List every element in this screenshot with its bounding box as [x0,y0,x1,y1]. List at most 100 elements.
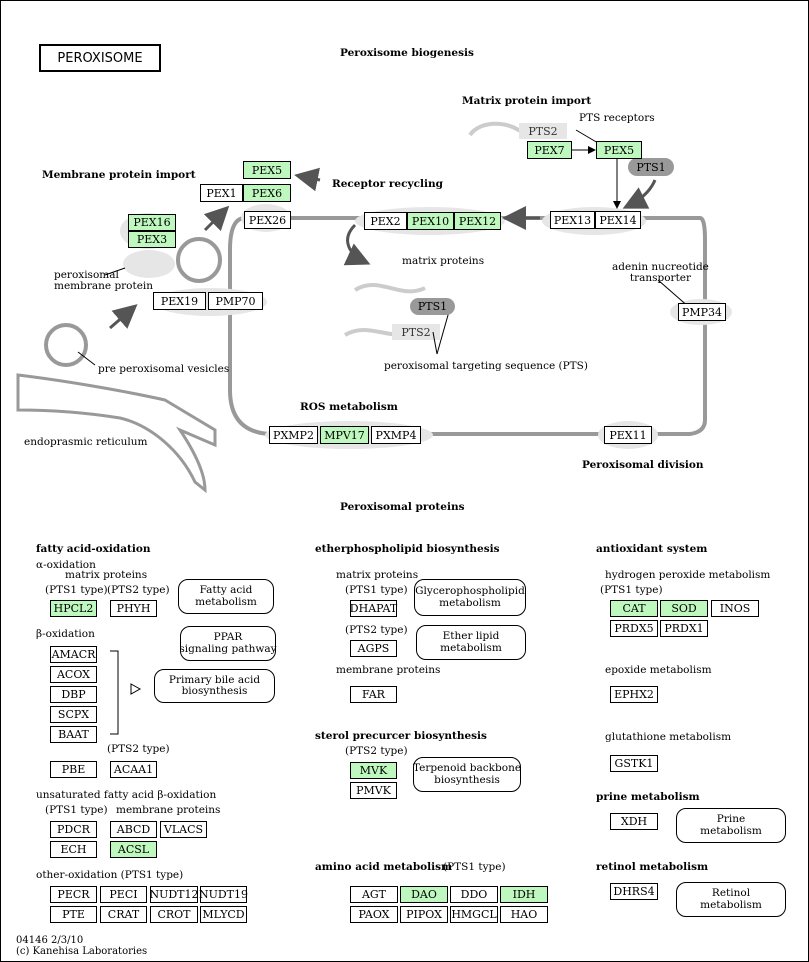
gene-acsl[interactable]: ACSL [110,841,157,858]
label-ether-matrix: matrix proteins [336,569,419,581]
label-pts2-e: (PTS2 type) [345,624,408,636]
gene-scpx[interactable]: SCPX [50,706,97,723]
gene-dao[interactable]: DAO [400,886,448,903]
gene-sod[interactable]: SOD [660,600,708,617]
gene-gstk1[interactable]: GSTK1 [610,755,658,772]
gene-pex12[interactable]: PEX12 [454,212,501,230]
gene-pex5-r[interactable]: PEX5 [596,141,642,159]
header-proteins: Peroxisomal proteins [340,501,465,513]
gene-pmp34[interactable]: PMP34 [678,303,726,321]
label-alpha-ox: α-oxidation [36,559,96,571]
gene-peci[interactable]: PECI [100,886,147,903]
gene-pdcr[interactable]: PDCR [50,821,97,838]
label-fa-matrix: matrix proteins [65,569,148,581]
gene-xdh[interactable]: XDH [610,813,658,830]
gene-nudt19[interactable]: NUDT19 [198,886,249,903]
gene-pbe[interactable]: PBE [50,761,97,778]
footer-copyright: (c) Kanehisa Laboratories [16,946,148,957]
map-title[interactable]: PEROXISOME [39,44,161,72]
gene-abcd[interactable]: ABCD [110,821,157,838]
gene-pex5-top[interactable]: PEX5 [243,161,291,179]
gene-agps[interactable]: AGPS [350,640,397,657]
pathway-terpenoid[interactable]: Terpenoid backbone biosynthesis [413,757,521,792]
label-unsat: unsaturated fatty acid β-oxidation [36,789,217,801]
gene-amacr[interactable]: AMACR [50,646,97,663]
gene-pex3[interactable]: PEX3 [128,231,176,248]
gene-prdx5[interactable]: PRDX5 [610,620,658,637]
label-other-ox: other-oxidation (PTS1 type) [36,869,184,881]
gene-far[interactable]: FAR [350,686,397,703]
gene-baat[interactable]: BAAT [50,726,97,743]
gene-mvk[interactable]: MVK [350,762,397,779]
label-er: endoprasmic reticulum [24,436,148,448]
label-pts1-h: (PTS1 type) [600,584,663,596]
gene-pex19[interactable]: PEX19 [153,292,206,310]
gene-cat[interactable]: CAT [610,600,658,617]
gene-pex16[interactable]: PEX16 [128,214,176,231]
label-glutathione: glutathione metabolism [605,731,732,743]
header-antiox: antioxidant system [596,543,708,555]
gene-nudt12[interactable]: NUDT12 [149,886,199,903]
label-adenine: adenin nucreotide transporter [612,261,709,285]
gene-pecr[interactable]: PECR [50,886,97,903]
label-h2o2: hydrogen peroxide metabolism [605,569,771,581]
gene-mpv17[interactable]: MPV17 [320,426,369,444]
gene-pex6[interactable]: PEX6 [243,184,291,202]
gene-pex7[interactable]: PEX7 [527,141,572,159]
label-pts-seq: peroxisomal targeting sequence (PTS) [384,360,588,372]
pathway-retinol[interactable]: Retinol metabolism [676,882,786,917]
gene-acox[interactable]: ACOX [50,666,97,683]
gene-hao[interactable]: HAO [500,906,548,923]
label-membrane-e: membrane proteins [336,664,441,676]
gene-pmp70[interactable]: PMP70 [208,292,263,310]
gene-pex10[interactable]: PEX10 [407,212,454,230]
gene-vlacs[interactable]: VLACS [160,821,207,838]
header-amino: amino acid metabolism [315,861,453,873]
gene-crot[interactable]: CROT [150,906,198,923]
label-pts-receptors: PTS receptors [579,112,655,124]
gene-hpcl2[interactable]: HPCL2 [50,600,97,617]
gene-ephx2[interactable]: EPHX2 [610,686,658,703]
gene-pex2[interactable]: PEX2 [364,212,407,230]
gene-dhrs4[interactable]: DHRS4 [610,883,658,900]
gene-pmvk[interactable]: PMVK [350,782,397,799]
gene-crat[interactable]: CRAT [100,906,147,923]
membrane-protein-ellipse [123,250,175,278]
gene-hmgcl[interactable]: HMGCL [450,906,498,923]
pathway-ether-lipid[interactable]: Ether lipid metabolism [416,625,526,660]
gene-idh[interactable]: IDH [500,886,548,903]
gene-pex11[interactable]: PEX11 [604,426,652,444]
header-receptor-recycling: Receptor recycling [332,178,443,190]
pathway-ppar[interactable]: PPAR signaling pathway [179,626,277,661]
vesicle-1 [44,323,88,367]
gene-inos[interactable]: INOS [711,600,759,617]
gene-pxmp4[interactable]: PXMP4 [371,426,421,444]
gene-pxmp2[interactable]: PXMP2 [269,426,318,444]
pathway-prine[interactable]: Prine metabolism [676,808,786,843]
pathway-bile-acid[interactable]: Primary bile acid biosynthesis [154,669,275,703]
vesicle-2 [176,237,222,283]
label-epoxide: epoxide metabolism [605,664,712,676]
gene-acaa1[interactable]: ACAA1 [110,761,157,778]
gene-paox[interactable]: PAOX [350,906,398,923]
gene-pex14[interactable]: PEX14 [595,211,641,229]
gene-prdx1[interactable]: PRDX1 [660,620,708,637]
gene-mlycd[interactable]: MLYCD [200,906,247,923]
gene-ddo[interactable]: DDO [450,886,498,903]
gene-dbp[interactable]: DBP [50,686,97,703]
footer-id: 04146 2/3/10 [16,935,84,946]
pathway-glycerophospholipid[interactable]: Glycerophospholipid metabolism [414,579,526,616]
header-sterol: sterol precurcer biosynthesis [315,730,487,742]
gene-dhapat[interactable]: DHAPAT [349,600,398,617]
gene-pex13[interactable]: PEX13 [550,211,595,229]
gene-pex26[interactable]: PEX26 [244,211,291,229]
gene-pex1[interactable]: PEX1 [200,184,243,202]
gene-agt[interactable]: AGT [350,886,398,903]
gene-ech[interactable]: ECH [50,841,97,858]
gene-phyh[interactable]: PHYH [110,600,157,617]
pathway-fatty-acid[interactable]: Fatty acid metabolism [178,579,274,614]
header-membrane-import: Membrane protein import [42,169,196,181]
gene-pipox[interactable]: PIPOX [400,906,448,923]
gene-pte[interactable]: PTE [50,906,97,923]
er-shape [16,373,217,494]
